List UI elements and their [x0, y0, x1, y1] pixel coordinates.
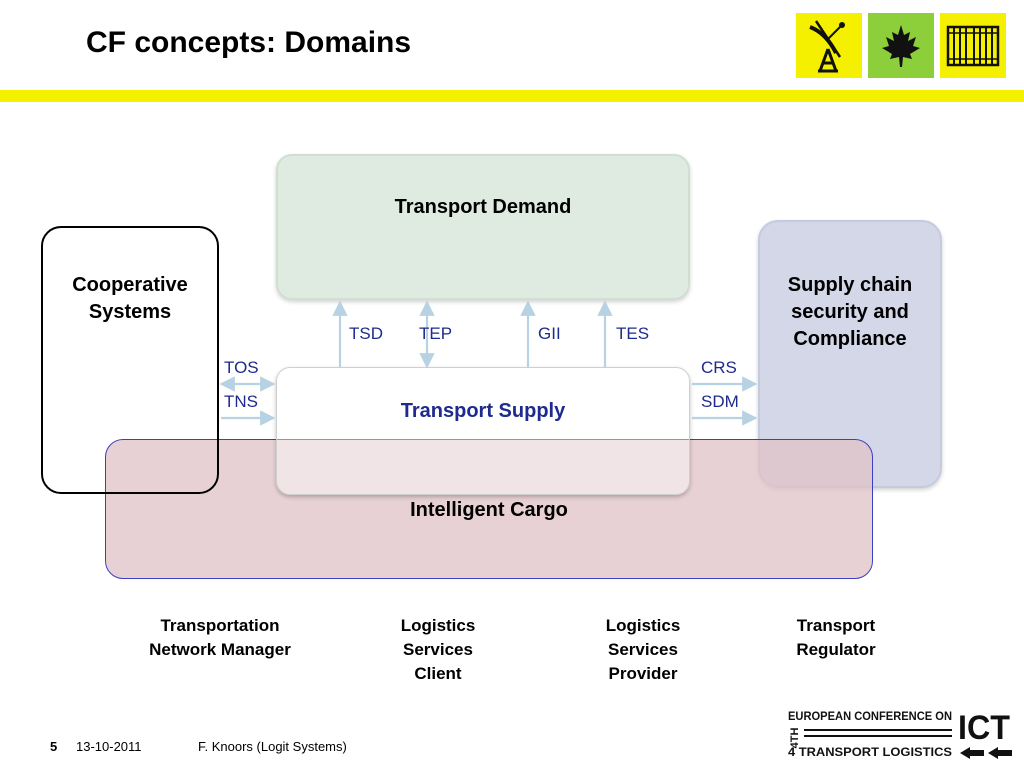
transport-demand-label: Transport Demand	[394, 196, 572, 218]
cooperative-systems-label: Cooperative Systems	[41, 272, 219, 326]
footer-date: 13-10-2011	[76, 739, 142, 754]
role-transport-regulator: Transport Regulator	[766, 614, 906, 662]
intelligent-cargo-box	[105, 439, 873, 579]
header-accent-bar	[0, 90, 1024, 102]
cooperative-systems-line-1: Cooperative	[72, 274, 188, 296]
footer-author: F. Knoors (Logit Systems)	[198, 739, 347, 754]
cooperative-systems-box	[41, 226, 219, 494]
maple-leaf-icon	[868, 13, 934, 78]
supply-chain-security-line-2: security and	[791, 301, 909, 323]
tep-label: TEP	[419, 324, 453, 343]
crs-label: CRS	[701, 358, 737, 377]
transport-supply-label: Transport Supply	[400, 400, 566, 422]
shipping-container-icon	[940, 13, 1006, 78]
role-line: Regulator	[796, 640, 876, 659]
supply-chain-security-line-1: Supply chain	[787, 274, 913, 296]
role-line: Transport	[796, 616, 876, 635]
conference-logo-acronym: ICT	[958, 709, 1010, 747]
slide-title: CF concepts: Domains	[86, 26, 412, 59]
role-line: Client	[414, 664, 462, 683]
role-logistics-services-provider: Logistics Services Provider	[575, 614, 711, 686]
cooperative-systems-line-2: Systems	[88, 301, 172, 323]
conference-logo-edition: 4TH	[789, 728, 801, 749]
tos-label: TOS	[224, 358, 259, 377]
radar-antenna-icon	[796, 13, 862, 78]
supply-chain-security-line-3: Compliance	[793, 328, 907, 350]
conference-logo-arrow-icon	[988, 747, 1012, 759]
role-transportation-network-manager: Transportation Network Manager	[120, 614, 320, 662]
transport-supply-box	[276, 367, 690, 495]
tes-label: TES	[616, 324, 650, 343]
conference-logo-line2: 4 TRANSPORT LOGISTICS	[788, 745, 952, 759]
conference-logo: EUROPEAN CONFERENCE ON 4 TRANSPORT LOGIS…	[788, 709, 1012, 759]
transport-demand-box	[276, 154, 690, 300]
page-number: 5	[50, 739, 58, 754]
conference-logo-arrow-icon	[960, 747, 984, 759]
role-line: Logistics	[400, 616, 476, 635]
tns-label: TNS	[224, 392, 258, 411]
intelligent-cargo-label: Intelligent Cargo	[410, 499, 568, 521]
role-line: Services	[608, 640, 678, 659]
sdm-label: SDM	[701, 392, 739, 411]
tsd-label: TSD	[349, 324, 383, 343]
conference-logo-line1: EUROPEAN CONFERENCE ON	[788, 709, 952, 723]
role-line: Services	[403, 640, 473, 659]
role-line: Provider	[608, 664, 678, 683]
role-logistics-services-client: Logistics Services Client	[370, 614, 506, 686]
role-line: Transportation	[160, 616, 280, 635]
role-line: Network Manager	[149, 640, 291, 659]
role-line: Logistics	[605, 616, 681, 635]
gii-label: GII	[538, 324, 561, 343]
supply-chain-security-label: Supply chain security and Compliance	[758, 272, 942, 353]
